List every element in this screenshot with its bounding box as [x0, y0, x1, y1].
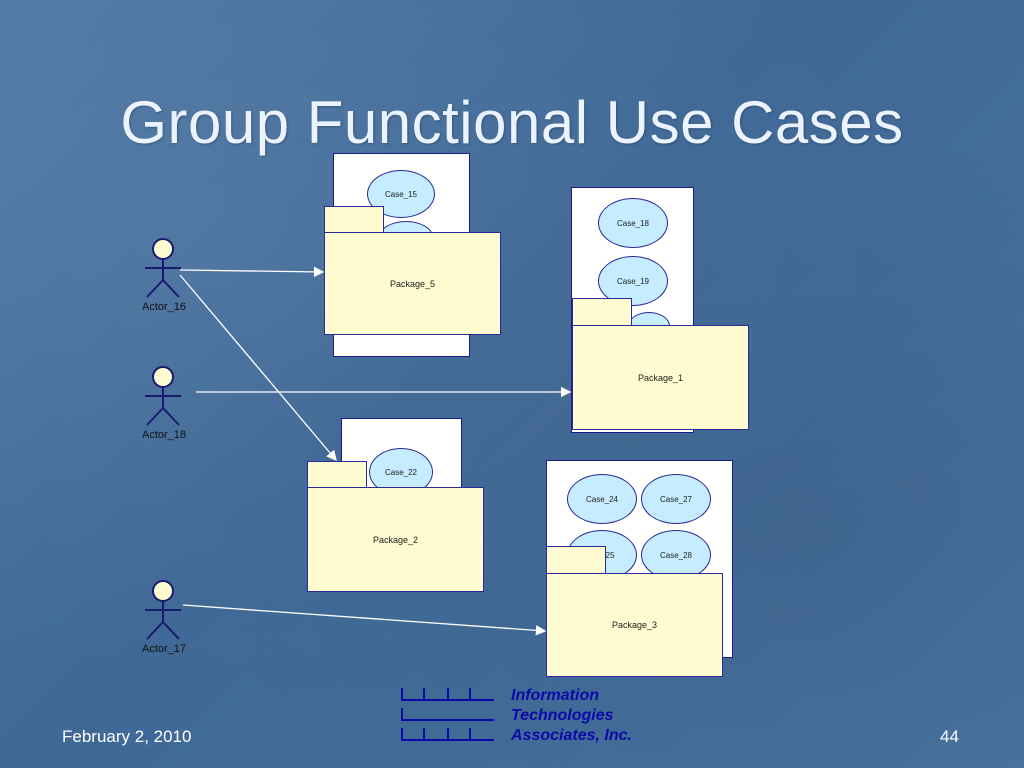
logo-line-3: Associates, Inc.	[511, 727, 632, 744]
actor-17[interactable]: Actor_17	[134, 578, 194, 658]
package-2-body: Package_2	[307, 487, 484, 592]
use-case-19-label: Case_19	[616, 276, 650, 286]
slide-title: Group Functional Use Cases	[120, 89, 904, 156]
package-5-label: Package_5	[389, 278, 436, 289]
actor-17-label: Actor_17	[141, 643, 187, 655]
use-case-19[interactable]: Case_19	[598, 256, 668, 306]
page-number: 44	[940, 727, 959, 746]
actor-16[interactable]: Actor_16	[134, 236, 194, 316]
logo-line-2: Technologies	[511, 707, 614, 724]
package-2-label: Package_2	[372, 534, 419, 545]
use-case-15-label: Case_15	[384, 189, 418, 199]
stick-figure-icon	[145, 366, 181, 426]
association-actor16-package5	[179, 266, 325, 278]
use-case-28[interactable]: Case_28	[641, 530, 711, 580]
package-2-tab	[307, 461, 367, 488]
package-3-label: Package_3	[611, 620, 658, 630]
package-1-tab	[572, 298, 632, 326]
use-case-18-label: Case_18	[616, 218, 650, 228]
package-3-tab	[546, 546, 606, 574]
use-case-27[interactable]: Case_27	[641, 474, 711, 524]
use-case-27-label: Case_27	[659, 494, 693, 504]
package-5-tab	[324, 206, 384, 233]
stick-figure-icon	[145, 580, 181, 640]
company-logo-icon	[401, 688, 494, 741]
actor-18-label: Actor_18	[141, 429, 187, 441]
company-logo-text: Information Technologies Associates, Inc…	[511, 686, 632, 746]
use-case-24-label: Case_24	[585, 494, 619, 504]
package-1-body: Package_1	[572, 325, 749, 430]
association-actor16-package2	[179, 274, 337, 461]
use-case-22-label: Case_22	[384, 467, 418, 477]
use-case-24[interactable]: Case_24	[567, 474, 637, 524]
use-case-28-label: Case_28	[659, 550, 693, 560]
stick-figure-icon	[145, 238, 181, 298]
logo-line-1: Information	[511, 687, 599, 704]
actor-18[interactable]: Actor_18	[134, 364, 194, 444]
use-case-18[interactable]: Case_18	[598, 198, 668, 248]
package-3-body: Package_3	[546, 573, 723, 677]
actor-16-label: Actor_16	[141, 301, 187, 313]
package-1-label: Package_1	[637, 372, 684, 383]
use-case-15[interactable]: Case_15	[367, 170, 435, 218]
footer-date: February 2, 2010	[62, 727, 192, 746]
package-5-body: Package_5	[324, 232, 501, 335]
use-case-25-label: 25	[605, 550, 615, 560]
association-actor17-package3	[182, 604, 547, 636]
